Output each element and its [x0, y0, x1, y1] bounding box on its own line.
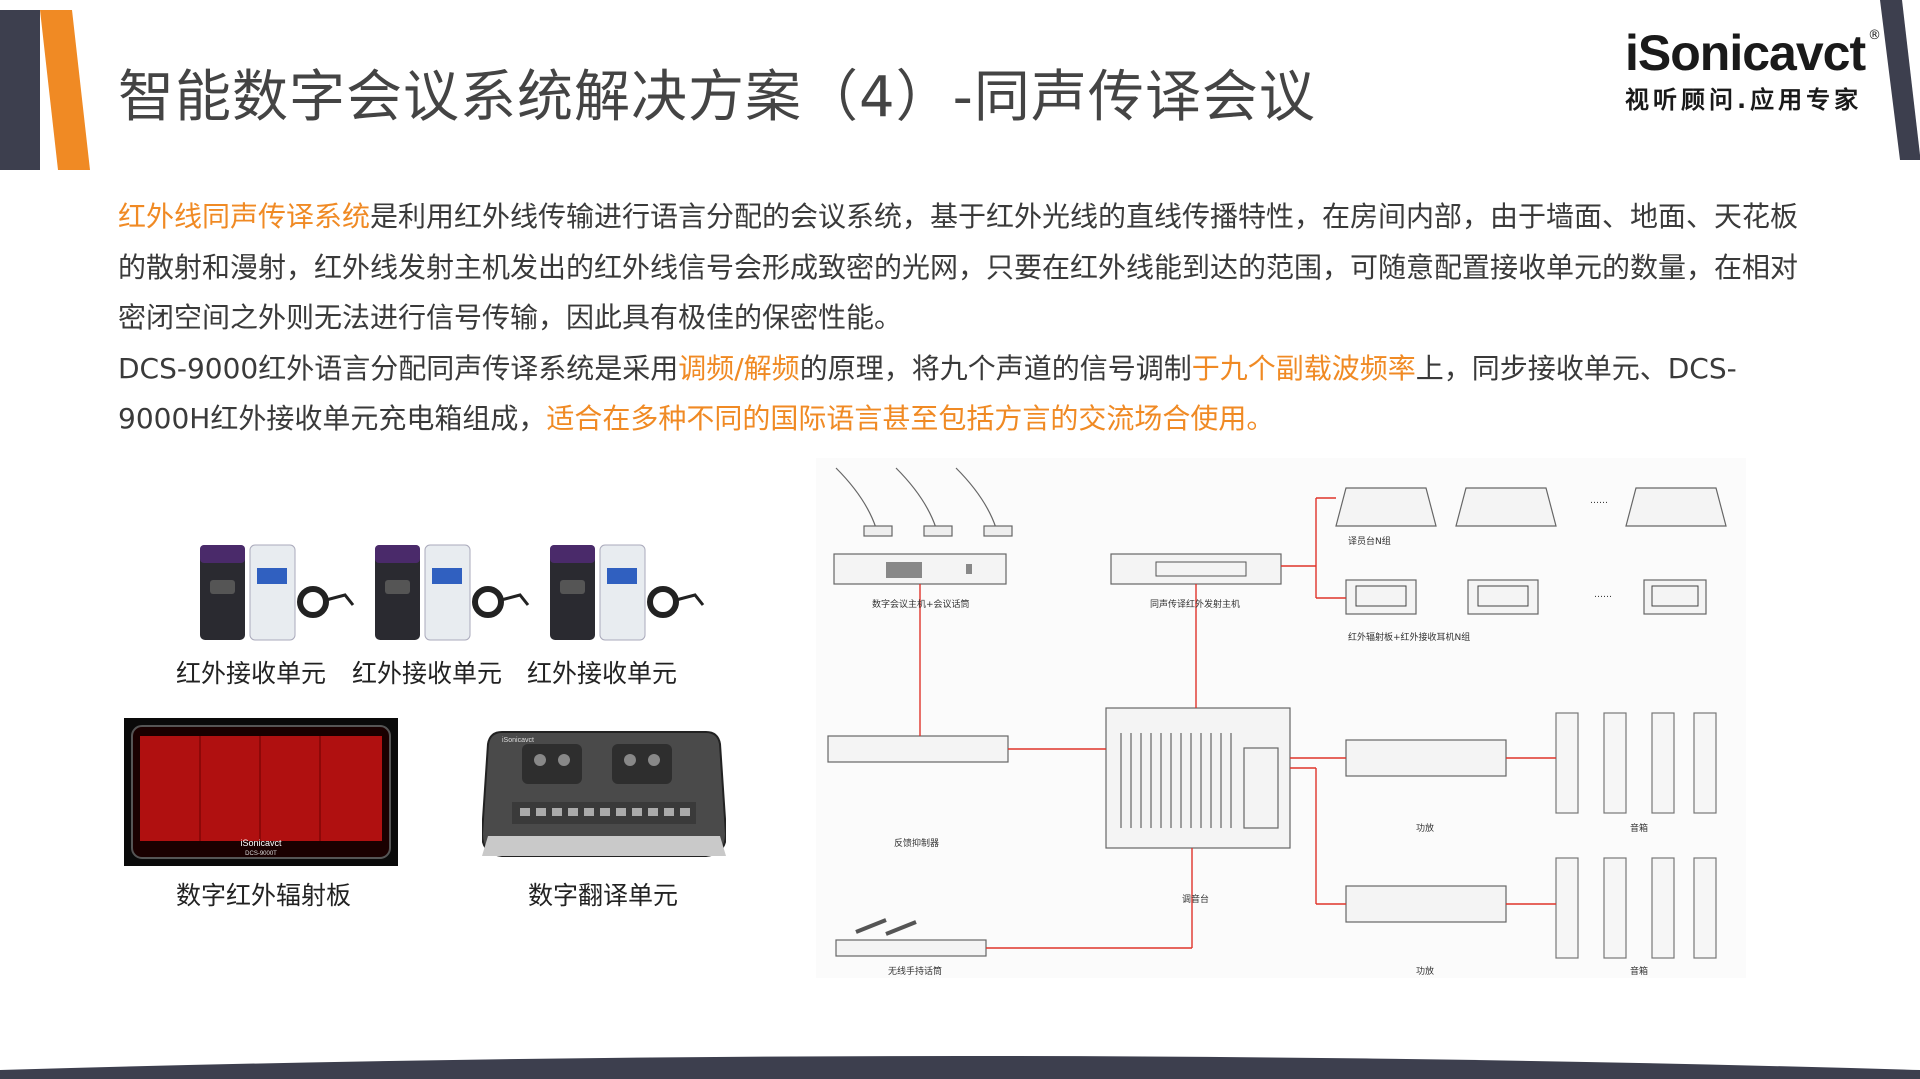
corner-decoration-left: [0, 10, 90, 170]
system-diagram: 数字会议主机+会议话筒 同声传译红外发射主机 译员台N组 …… …… 红外辐射板…: [816, 458, 1746, 978]
translator-unit-photo: iSonicavct: [482, 731, 726, 857]
speakers-group-2: [1555, 857, 1717, 959]
label-interpreter-desk: 译员台N组: [1348, 537, 1391, 547]
caption-receiver-2: 红外接收单元: [352, 659, 503, 688]
label-ellipsis-1: ……: [1590, 496, 1608, 506]
label-amp-1: 功放: [1416, 824, 1435, 834]
feedback-suppressor-device: [827, 735, 1009, 763]
label-feedback-suppressor: 反馈抑制器: [894, 839, 940, 849]
radiator-brand: iSonicavct: [240, 838, 282, 848]
label-conference-host: 数字会议主机+会议话筒: [872, 600, 970, 610]
logo-tagline: 视听顾问.应用专家: [1625, 86, 1863, 114]
receiver-set-2: [375, 544, 530, 641]
mixer-device: [1105, 707, 1291, 849]
paragraph-2-text-b: 的原理，将九个声道的信号调制: [799, 351, 1192, 385]
ir-radiators-diagram: [1345, 579, 1707, 615]
label-amp-2: 功放: [1416, 967, 1435, 977]
caption-ir-radiator: 数字红外辐射板: [176, 881, 352, 910]
bottom-band: [0, 1056, 1920, 1079]
logo-wordmark: iSonicavct: [1625, 25, 1866, 81]
label-ellipsis-2: ……: [1594, 590, 1612, 600]
label-mixer: 调音台: [1182, 895, 1210, 905]
paragraph-2-text-a: DCS-9000红外语言分配同声传译系统是采用: [118, 351, 679, 385]
page-title: 智能数字会议系统解决方案（4）-同声传译会议: [118, 65, 1316, 130]
label-ir-radiator-receiver: 红外辐射板+红外接收耳机N组: [1348, 633, 1471, 643]
caption-translator: 数字翻译单元: [528, 881, 679, 910]
diagram-canvas: [827, 467, 1727, 959]
label-speaker-2: 音箱: [1630, 967, 1649, 977]
caption-receiver-1: 红外接收单元: [176, 659, 327, 688]
caption-receiver-3: 红外接收单元: [527, 659, 678, 688]
gooseneck-mics: [835, 467, 1013, 537]
highlight-modulation: 调频/解频: [678, 351, 800, 385]
description-text: 红外线同声传译系统是利用红外线传输进行语言分配的会议系统，基于红外光线的直线传播…: [118, 192, 1818, 445]
highlight-subcarrier: 于九个副载波频率: [1191, 351, 1416, 385]
highlight-usage: 适合在多种不同的国际语言甚至包括方言的交流场合使用。: [546, 402, 1275, 435]
corner-decoration-right: [1880, 0, 1920, 160]
ir-radiator-photo: iSonicavct DCS-9000T: [124, 718, 398, 866]
logo-registered-mark: ®: [1868, 28, 1881, 43]
receiver-set-1: [200, 544, 355, 641]
amplifier-1-device: [1345, 739, 1507, 777]
interpreter-desks: [1335, 487, 1727, 527]
radiator-model: DCS-9000T: [245, 851, 277, 857]
label-speaker-1: 音箱: [1630, 824, 1649, 834]
paragraph-2-text-c: 上，同步接收单元、DCS-9000H红外接收单元充电箱组成，: [118, 351, 1737, 436]
translator-brand: iSonicavct: [502, 737, 534, 744]
receiver-units-photo: [200, 544, 705, 641]
speakers-group-1: [1555, 712, 1717, 814]
label-wireless-mic: 无线手持话筒: [888, 967, 943, 977]
wireless-mic-receiver-device: [835, 939, 987, 957]
highlight-system-name: 红外线同声传译系统: [118, 200, 371, 233]
paragraph-1-text: 是利用红外线传输进行语言分配的会议系统，基于红外光线的直线传播特性，在房间内部，…: [118, 200, 1799, 334]
brand-logo: iSonicavct ® 视听顾问.应用专家: [1625, 25, 1881, 115]
si-transmitter-device: [1110, 553, 1282, 585]
paragraph-2: DCS-9000红外语言分配同声传译系统是采用调频/解频的原理，将九个声道的信号…: [118, 344, 1818, 445]
paragraph-1: 红外线同声传译系统是利用红外线传输进行语言分配的会议系统，基于红外光线的直线传播…: [118, 192, 1818, 344]
signal-connections: [919, 497, 1556, 949]
receiver-set-3: [550, 544, 705, 641]
amplifier-2-device: [1345, 885, 1507, 923]
label-si-transmitter: 同声传译红外发射主机: [1150, 600, 1241, 610]
